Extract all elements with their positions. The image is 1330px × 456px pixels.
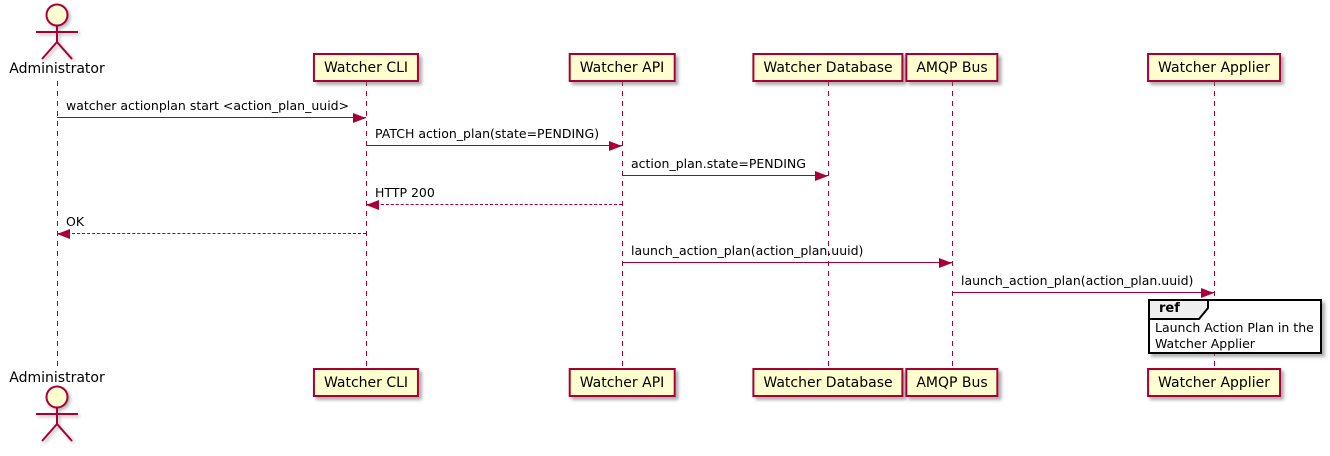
lifeline-watcher-cli <box>365 81 367 368</box>
message-arrowhead-6 <box>1201 287 1214 298</box>
participant-box-watcher-applier-top: Watcher Applier <box>1147 53 1281 82</box>
message-label-6: launch_action_plan(action_plan.uuid) <box>961 273 1194 288</box>
participant-box-watcher-database-bottom: Watcher Database <box>752 368 904 397</box>
participant-box-watcher-api-top: Watcher API <box>568 53 676 82</box>
message-line-5 <box>622 262 952 263</box>
message-label-2: action_plan.state=PENDING <box>631 156 806 171</box>
message-label-4: OK <box>66 214 85 229</box>
actor-label-administrator-top: Administrator <box>9 61 105 77</box>
ref-header-shape <box>1148 299 1209 320</box>
lifeline-watcher-applier <box>1213 81 1215 368</box>
message-arrowhead-4 <box>57 228 70 239</box>
actor-figure-administrator-bottom <box>32 385 82 447</box>
ref-text-line: Watcher Applier <box>1155 336 1255 351</box>
lifeline-watcher-api <box>621 81 623 368</box>
message-line-1 <box>366 145 622 146</box>
message-arrowhead-5 <box>939 257 952 268</box>
participant-box-watcher-api-bottom: Watcher API <box>568 368 676 397</box>
message-line-0 <box>57 117 366 118</box>
message-arrowhead-2 <box>815 170 828 181</box>
message-line-3 <box>366 204 622 205</box>
actor-figure-administrator-top <box>32 3 82 65</box>
lifeline-administrator <box>56 81 58 368</box>
ref-keyword: ref <box>1159 301 1180 316</box>
actor-label-administrator-bottom: Administrator <box>9 370 105 386</box>
ref-fragment-header: ref <box>1148 299 1210 320</box>
participant-box-amqp-bus-bottom: AMQP Bus <box>905 368 999 397</box>
lifeline-amqp-bus <box>951 81 953 368</box>
participant-box-watcher-cli-bottom: Watcher CLI <box>312 368 420 397</box>
participant-box-watcher-applier-bottom: Watcher Applier <box>1147 368 1281 397</box>
participant-box-watcher-cli-top: Watcher CLI <box>312 53 420 82</box>
message-line-2 <box>622 175 828 176</box>
message-label-3: HTTP 200 <box>375 185 435 200</box>
ref-text-line: Launch Action Plan in the <box>1155 320 1314 335</box>
message-arrowhead-0 <box>353 112 366 123</box>
message-label-5: launch_action_plan(action_plan.uuid) <box>631 243 864 258</box>
message-label-0: watcher actionplan start <action_plan_uu… <box>66 98 350 113</box>
message-label-1: PATCH action_plan(state=PENDING) <box>375 126 600 141</box>
message-line-4 <box>57 233 366 234</box>
message-arrowhead-3 <box>366 199 379 210</box>
ref-fragment: ref Launch Action Plan in the Watcher Ap… <box>1148 299 1322 354</box>
lifeline-watcher-database <box>827 81 829 368</box>
participant-box-amqp-bus-top: AMQP Bus <box>905 53 999 82</box>
participant-box-watcher-database-top: Watcher Database <box>752 53 904 82</box>
message-arrowhead-1 <box>609 140 622 151</box>
message-line-6 <box>952 292 1214 293</box>
